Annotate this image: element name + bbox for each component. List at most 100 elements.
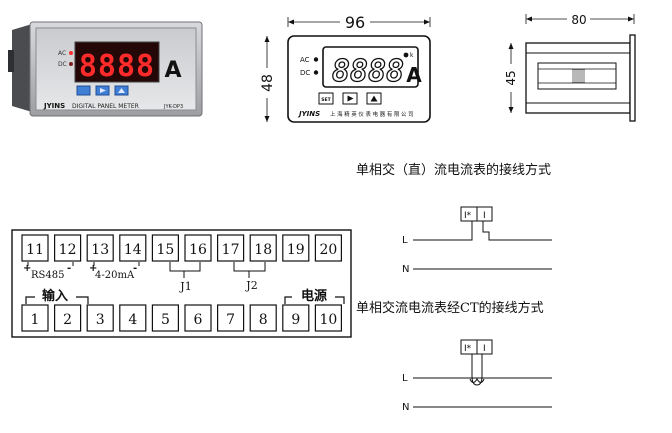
photo-up-icon <box>118 88 125 93</box>
direct-term-b: I <box>483 211 486 221</box>
direct-term-a: I* <box>464 211 472 221</box>
wiring-ct-diagram: I* I L N <box>402 339 552 413</box>
photo-ac-led <box>69 51 73 55</box>
bottom-terminal-5 <box>151 304 179 332</box>
top-terminal-16 <box>184 234 212 262</box>
photo-ac-label: AC <box>58 50 66 57</box>
photo-dc-label: DC <box>58 61 67 68</box>
photo-panel-label: DIGITAL PANEL METER <box>72 103 139 110</box>
front-digits: 8888 <box>332 54 404 89</box>
top-terminal-label-14: 14 <box>124 242 142 258</box>
top-terminal-label-11: 11 <box>26 242 44 258</box>
ct-l-label: L <box>402 373 408 384</box>
input-bracket <box>25 296 89 304</box>
bottom-terminal-label-7: 7 <box>226 312 235 328</box>
top-terminal-17 <box>217 234 245 262</box>
j1-label: J1 <box>179 280 191 293</box>
front-k-mark: k <box>410 52 414 59</box>
bottom-terminal-label-6: 6 <box>194 312 203 328</box>
side-height-dim: 45 <box>504 70 518 85</box>
analog-minus: - <box>133 263 137 274</box>
direct-l-label: L <box>402 235 408 246</box>
bottom-terminal-7 <box>217 304 245 332</box>
front-view-drawing: 96 48 AC DC 8888 k A SET JYINS 上 海 精 英 仪… <box>260 13 431 123</box>
top-terminal-label-19: 19 <box>287 242 305 258</box>
input-label: 输入 <box>42 288 68 304</box>
top-terminal-label-13: 13 <box>91 242 109 258</box>
ct-coil-icon <box>469 377 485 383</box>
top-terminal-11 <box>21 234 49 262</box>
top-terminal-19 <box>282 234 310 262</box>
j2-bracket <box>233 262 266 278</box>
top-terminal-label-18: 18 <box>254 242 272 258</box>
front-ac-dot <box>313 57 319 62</box>
bottom-terminal-label-10: 10 <box>319 312 337 328</box>
photo-shift-icon <box>100 88 106 93</box>
top-terminal-12 <box>53 234 82 262</box>
top-terminal-14 <box>119 234 147 262</box>
photo-set-button[interactable] <box>76 85 91 96</box>
front-set-button[interactable] <box>318 92 334 105</box>
top-terminal-18 <box>249 234 277 262</box>
rs485-plus: + <box>23 263 31 274</box>
front-width-dim: 96 <box>345 13 365 32</box>
photo-model: JYK-DP3 <box>163 104 183 110</box>
analog-label: 4-20mA <box>95 270 135 281</box>
bottom-terminal-label-8: 8 <box>259 312 268 328</box>
front-brand: JYINS <box>297 110 320 118</box>
wiring-direct-title: 单相交（直）流电流表的接线方式 <box>356 163 552 178</box>
top-terminal-label-17: 17 <box>222 242 240 258</box>
ct-n-label: N <box>402 402 409 413</box>
rs485-minus: - <box>67 263 71 274</box>
front-set-label: SET <box>321 97 331 103</box>
side-view-drawing: 80 45 <box>504 13 636 122</box>
top-terminal-label-16: 16 <box>189 242 207 258</box>
ct-term-b: I <box>483 344 486 354</box>
top-terminal-row: 11 12 13 14 15 16 17 18 19 20 <box>21 234 342 262</box>
direct-l-line <box>413 221 552 241</box>
bottom-terminal-1 <box>21 304 49 332</box>
front-dc-label: DC <box>300 69 310 77</box>
bottom-terminal-9 <box>282 304 310 332</box>
bottom-terminal-3 <box>86 304 114 332</box>
front-ac-label: AC <box>300 56 310 64</box>
front-up-icon <box>370 95 378 102</box>
bottom-terminal-2 <box>53 304 82 332</box>
front-company: 上 海 精 英 仪 表 电 器 有 限 公 司 <box>330 110 414 118</box>
wiring-ct-title: 单相交流电流表经CT的接线方式 <box>356 301 544 316</box>
wiring-direct-diagram: I* I L N <box>402 206 552 275</box>
bottom-terminal-6 <box>184 304 212 332</box>
bottom-terminal-label-2: 2 <box>63 312 72 328</box>
bottom-terminal-8 <box>249 304 277 332</box>
top-terminal-label-12: 12 <box>59 242 77 258</box>
top-terminal-20 <box>314 234 342 262</box>
front-dc-dot <box>313 70 319 75</box>
photo-unit: A <box>164 58 181 83</box>
front-height-dim: 48 <box>260 74 276 92</box>
j1-bracket <box>169 262 201 278</box>
direct-n-label: N <box>402 264 409 275</box>
front-shift-icon <box>347 95 354 102</box>
photo-brand: JYINS <box>43 102 65 110</box>
ct-secondary-leads <box>471 354 483 386</box>
photo-dc-led <box>69 62 73 66</box>
power-bracket <box>284 296 345 304</box>
bottom-terminal-label-1: 1 <box>31 312 40 328</box>
top-terminal-label-15: 15 <box>156 242 174 258</box>
bottom-terminal-label-5: 5 <box>161 312 170 328</box>
analog-plus: + <box>89 263 97 274</box>
meter-photo: 8888 AC DC A JYINS DIGITAL PANEL METER J… <box>8 21 203 117</box>
front-k-dot <box>403 52 409 58</box>
power-label: 电源 <box>301 288 327 304</box>
top-terminal-label-20: 20 <box>319 242 337 258</box>
j2-label: J2 <box>245 279 257 292</box>
side-depth-dim: 80 <box>571 13 586 27</box>
bottom-terminal-label-4: 4 <box>128 312 137 328</box>
rs485-label: RS485 <box>31 270 64 281</box>
bottom-terminal-label-3: 3 <box>96 312 105 328</box>
top-terminal-15 <box>151 234 179 262</box>
bottom-terminal-10 <box>314 304 342 332</box>
top-terminal-13 <box>86 234 114 262</box>
